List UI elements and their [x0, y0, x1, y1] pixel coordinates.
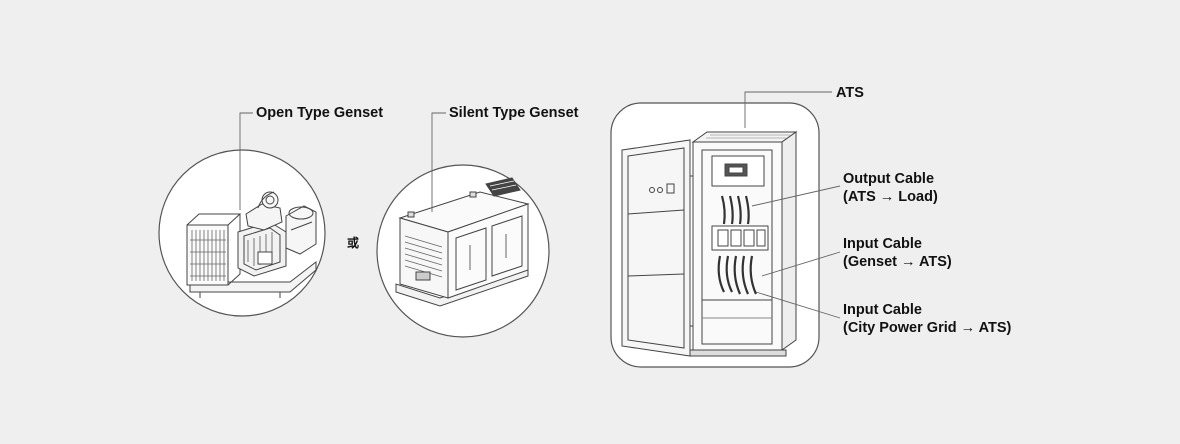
input-cable-genset-label: Input Cable (Genset → ATS) — [843, 235, 952, 271]
open-genset-label: Open Type Genset — [256, 105, 384, 121]
silent-genset-label: Silent Type Genset — [449, 105, 579, 121]
input-cable-genset-title: Input Cable — [843, 236, 922, 252]
input-cable-grid-label: Input Cable (City Power Grid → ATS) — [843, 301, 1011, 337]
input-cable-grid-direction: (City Power Grid → ATS) — [843, 320, 1012, 336]
ats-label: ATS — [836, 85, 864, 101]
or-connector-label: 或 — [347, 236, 360, 250]
silent-genset-illustration — [376, 164, 550, 338]
leader-lines — [239, 91, 841, 319]
input-cable-grid-title: Input Cable — [843, 302, 922, 318]
output-cable-title: Output Cable — [843, 171, 935, 187]
input-cable-genset-direction: (Genset → ATS) — [843, 254, 952, 270]
output-cable-direction: (ATS → Load) — [843, 189, 938, 205]
open-genset-illustration — [158, 149, 326, 317]
ats-cabinet-illustration — [610, 102, 820, 368]
output-cable-label: Output Cable (ATS → Load) — [843, 170, 938, 206]
